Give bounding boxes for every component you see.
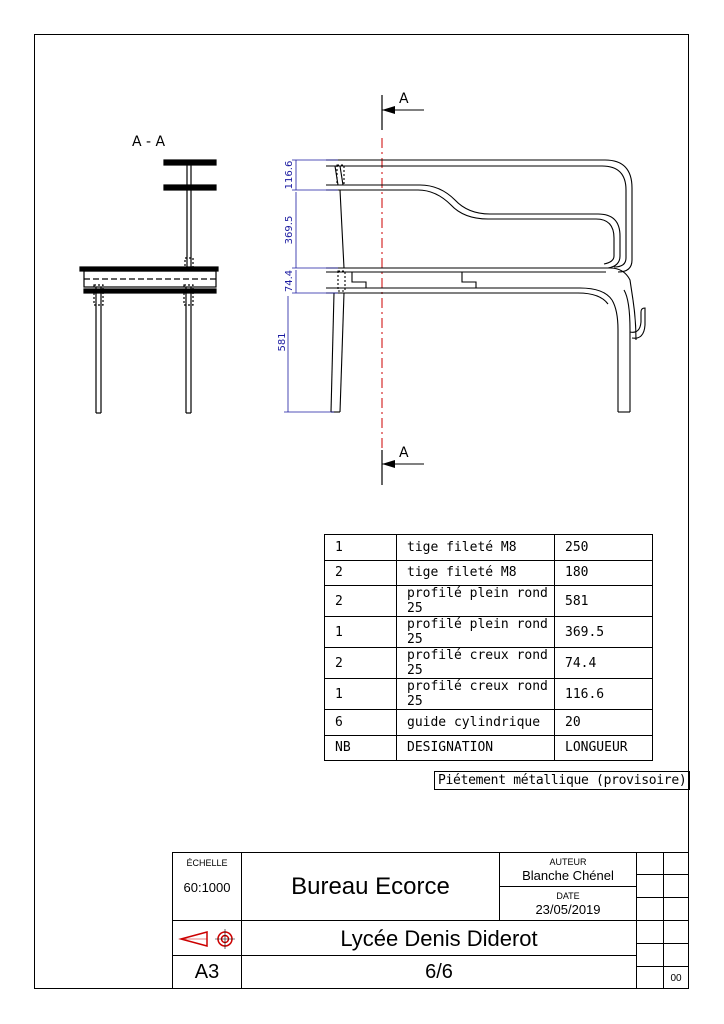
school-name: Lycée Denis Diderot [340,926,538,951]
bom-nb: 6 [324,709,397,736]
rev-grid-cell [636,897,664,921]
bom-designation: tige fileté M8 [396,534,555,561]
rev-grid-cell [636,966,664,989]
format-value: A3 [194,961,220,983]
author-value: Blanche Chénel [522,868,614,883]
title-cell: Bureau Ecorce [241,852,500,921]
scale-label: ÉCHELLE [186,858,228,868]
rev-grid-cell [663,852,689,875]
drawing-title: Bureau Ecorce [291,873,450,900]
dim-581: 581 [277,332,288,351]
cut-label-top: A [399,91,409,107]
rev-grid-cell [636,943,664,967]
bom-nb: 1 [324,616,397,648]
section-view-label: A - A [132,134,166,150]
section-view [79,159,219,414]
dimension-lines [284,159,338,413]
sheet-number: 6/6 [425,961,453,983]
revision-value: 00 [670,973,682,984]
dim-74-4: 74.4 [284,270,295,292]
dim-116-6: 116.6 [284,161,295,190]
bom-longueur: 74.4 [554,647,653,679]
bom-longueur: 581 [554,585,653,617]
projection-symbol-icon [178,929,235,949]
bom-designation: guide cylindrique [396,709,555,736]
bom-designation: profilé plein rond 25 [396,616,555,648]
rev-grid-cell [663,943,689,967]
date-value: 23/05/2019 [535,902,601,917]
cut-line [381,95,424,485]
format-cell: A3 [172,955,242,989]
bom-designation: profilé creux rond 25 [396,678,555,710]
dim-369-5: 369.5 [284,216,295,245]
projection-cell [172,920,242,956]
rev-grid-cell [663,874,689,898]
rev-grid-cell [636,874,664,898]
bom-nb: 2 [324,585,397,617]
cut-label-bottom: A [399,445,409,461]
scale-value: 60:1000 [183,880,231,895]
side-view [326,159,646,413]
bom-nb: 2 [324,647,397,679]
bom-longueur: 116.6 [554,678,653,710]
rev-grid-cell [663,897,689,921]
bom-nb: 2 [324,559,397,586]
bom-longueur: 20 [554,709,653,736]
bom-designation: DESIGNATION [396,734,555,761]
sheet-number-cell: 6/6 [241,955,637,989]
drawing-subtitle: Piétement métallique (provisoire) [434,771,691,790]
bom-nb: NB [324,734,397,761]
date-label: DATE [556,891,580,901]
author-label: AUTEUR [549,857,587,867]
scale-cell: ÉCHELLE 60:1000 [172,852,242,921]
bom-longueur: LONGUEUR [554,734,653,761]
bom-nb: 1 [324,678,397,710]
rev-grid-cell [636,852,664,875]
bom-designation: profilé creux rond 25 [396,647,555,679]
date-cell: DATE 23/05/2019 [499,886,637,921]
school-cell: Lycée Denis Diderot [241,920,637,956]
rev-grid-cell [663,920,689,944]
bom-longueur: 369.5 [554,616,653,648]
bom-longueur: 180 [554,559,653,586]
bom-designation: profilé plein rond 25 [396,585,555,617]
revision-cell: 00 [663,966,689,989]
bom-nb: 1 [324,534,397,561]
bom-longueur: 250 [554,534,653,561]
rev-grid-cell [636,920,664,944]
author-cell: AUTEUR Blanche Chénel [499,852,637,887]
bom-designation: tige fileté M8 [396,559,555,586]
